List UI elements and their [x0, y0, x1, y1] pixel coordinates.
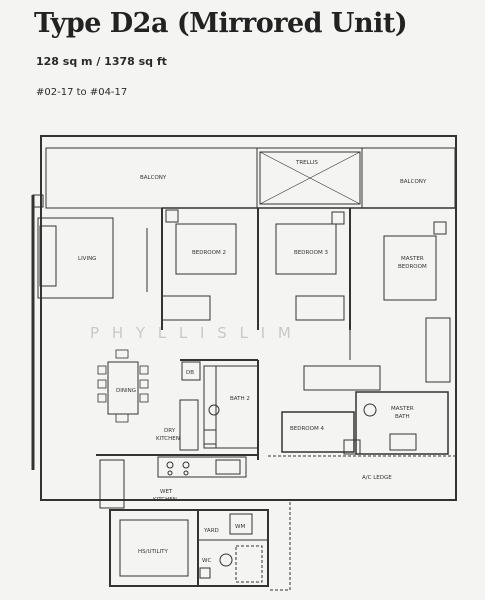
wardrobe-master: [425, 317, 451, 383]
wet-kitchen-counter: [99, 459, 125, 509]
bedroom4-room: [281, 411, 355, 453]
label-master-bedroom-1: MASTER: [401, 256, 424, 262]
balcony-zone: [45, 147, 456, 209]
label-wc: WC: [202, 558, 211, 564]
label-bath2: BATH 2: [230, 396, 250, 402]
dry-kitchen-counter: [179, 399, 199, 451]
label-wm: WM: [235, 524, 245, 530]
master-bath-vanity: [389, 433, 417, 451]
page-title: Type D2a (Mirrored Unit): [34, 8, 408, 39]
label-ac-ledge: A/C LEDGE: [362, 475, 392, 481]
watermark: P H Y L L I S L I M: [90, 324, 295, 342]
label-dry-kitchen-2: KITCHEN: [156, 436, 180, 442]
column-bedroom3: [331, 211, 345, 225]
label-balcony-right: BALCONY: [400, 179, 427, 185]
label-living: LIVING: [78, 256, 96, 262]
bath2-toilet: [208, 404, 220, 416]
column-master: [433, 221, 447, 235]
label-hs-utility: HS/UTILITY: [138, 549, 169, 555]
label-wet-kitchen-2: KITCHEN: [153, 497, 177, 503]
label-wet-kitchen-1: WET: [160, 489, 173, 495]
ac-ledge-outline: [268, 455, 457, 591]
label-yard: YARD: [203, 528, 219, 534]
label-balcony-left: BALCONY: [140, 175, 167, 181]
label-trellis: TRELLIS: [295, 160, 318, 166]
wc-shower: [235, 545, 263, 583]
kitchen-hob: [157, 456, 247, 478]
master-bath-room: [355, 391, 449, 455]
label-dry-kitchen-1: DRY: [164, 428, 176, 434]
wardrobe-bedroom3: [295, 295, 345, 321]
unit-numbers: #02-17 to #04-17: [36, 87, 128, 98]
hs-utility-room: [109, 509, 199, 587]
label-bedroom2: BEDROOM 2: [192, 250, 226, 256]
master-bath-toilet: [363, 403, 377, 417]
label-master-bath-2: BATH: [395, 414, 410, 420]
sofa: [39, 225, 57, 287]
living-sofa-area: [37, 217, 114, 299]
label-master-bath-1: MASTER: [391, 406, 414, 412]
bedroom4-wardrobe: [303, 365, 381, 391]
bed-master: [383, 235, 437, 301]
wardrobe-bedroom2: [161, 295, 211, 321]
db-closet: [181, 361, 201, 381]
wc-toilet: [219, 553, 233, 567]
bath2-shower: [203, 429, 217, 445]
hs-utility-inner: [119, 519, 189, 577]
label-db: DB: [186, 370, 194, 376]
label-dining: DINING: [116, 388, 136, 394]
wm-unit: [229, 513, 253, 535]
label-bedroom3: BEDROOM 3: [294, 250, 328, 256]
yard-wc-block: [197, 509, 269, 587]
label-master-bedroom-2: BEDROOM: [398, 264, 427, 270]
column-left: [32, 194, 44, 208]
outer-wall: [40, 135, 457, 501]
bath2-room: [203, 365, 259, 449]
label-bedroom4: BEDROOM 4: [290, 426, 324, 432]
unit-area: 128 sq m / 1378 sq ft: [36, 55, 167, 68]
column-bedroom2: [165, 209, 179, 223]
bed-bedroom3: [275, 223, 337, 275]
bed-bedroom2: [175, 223, 237, 275]
trellis-box: [259, 151, 361, 205]
